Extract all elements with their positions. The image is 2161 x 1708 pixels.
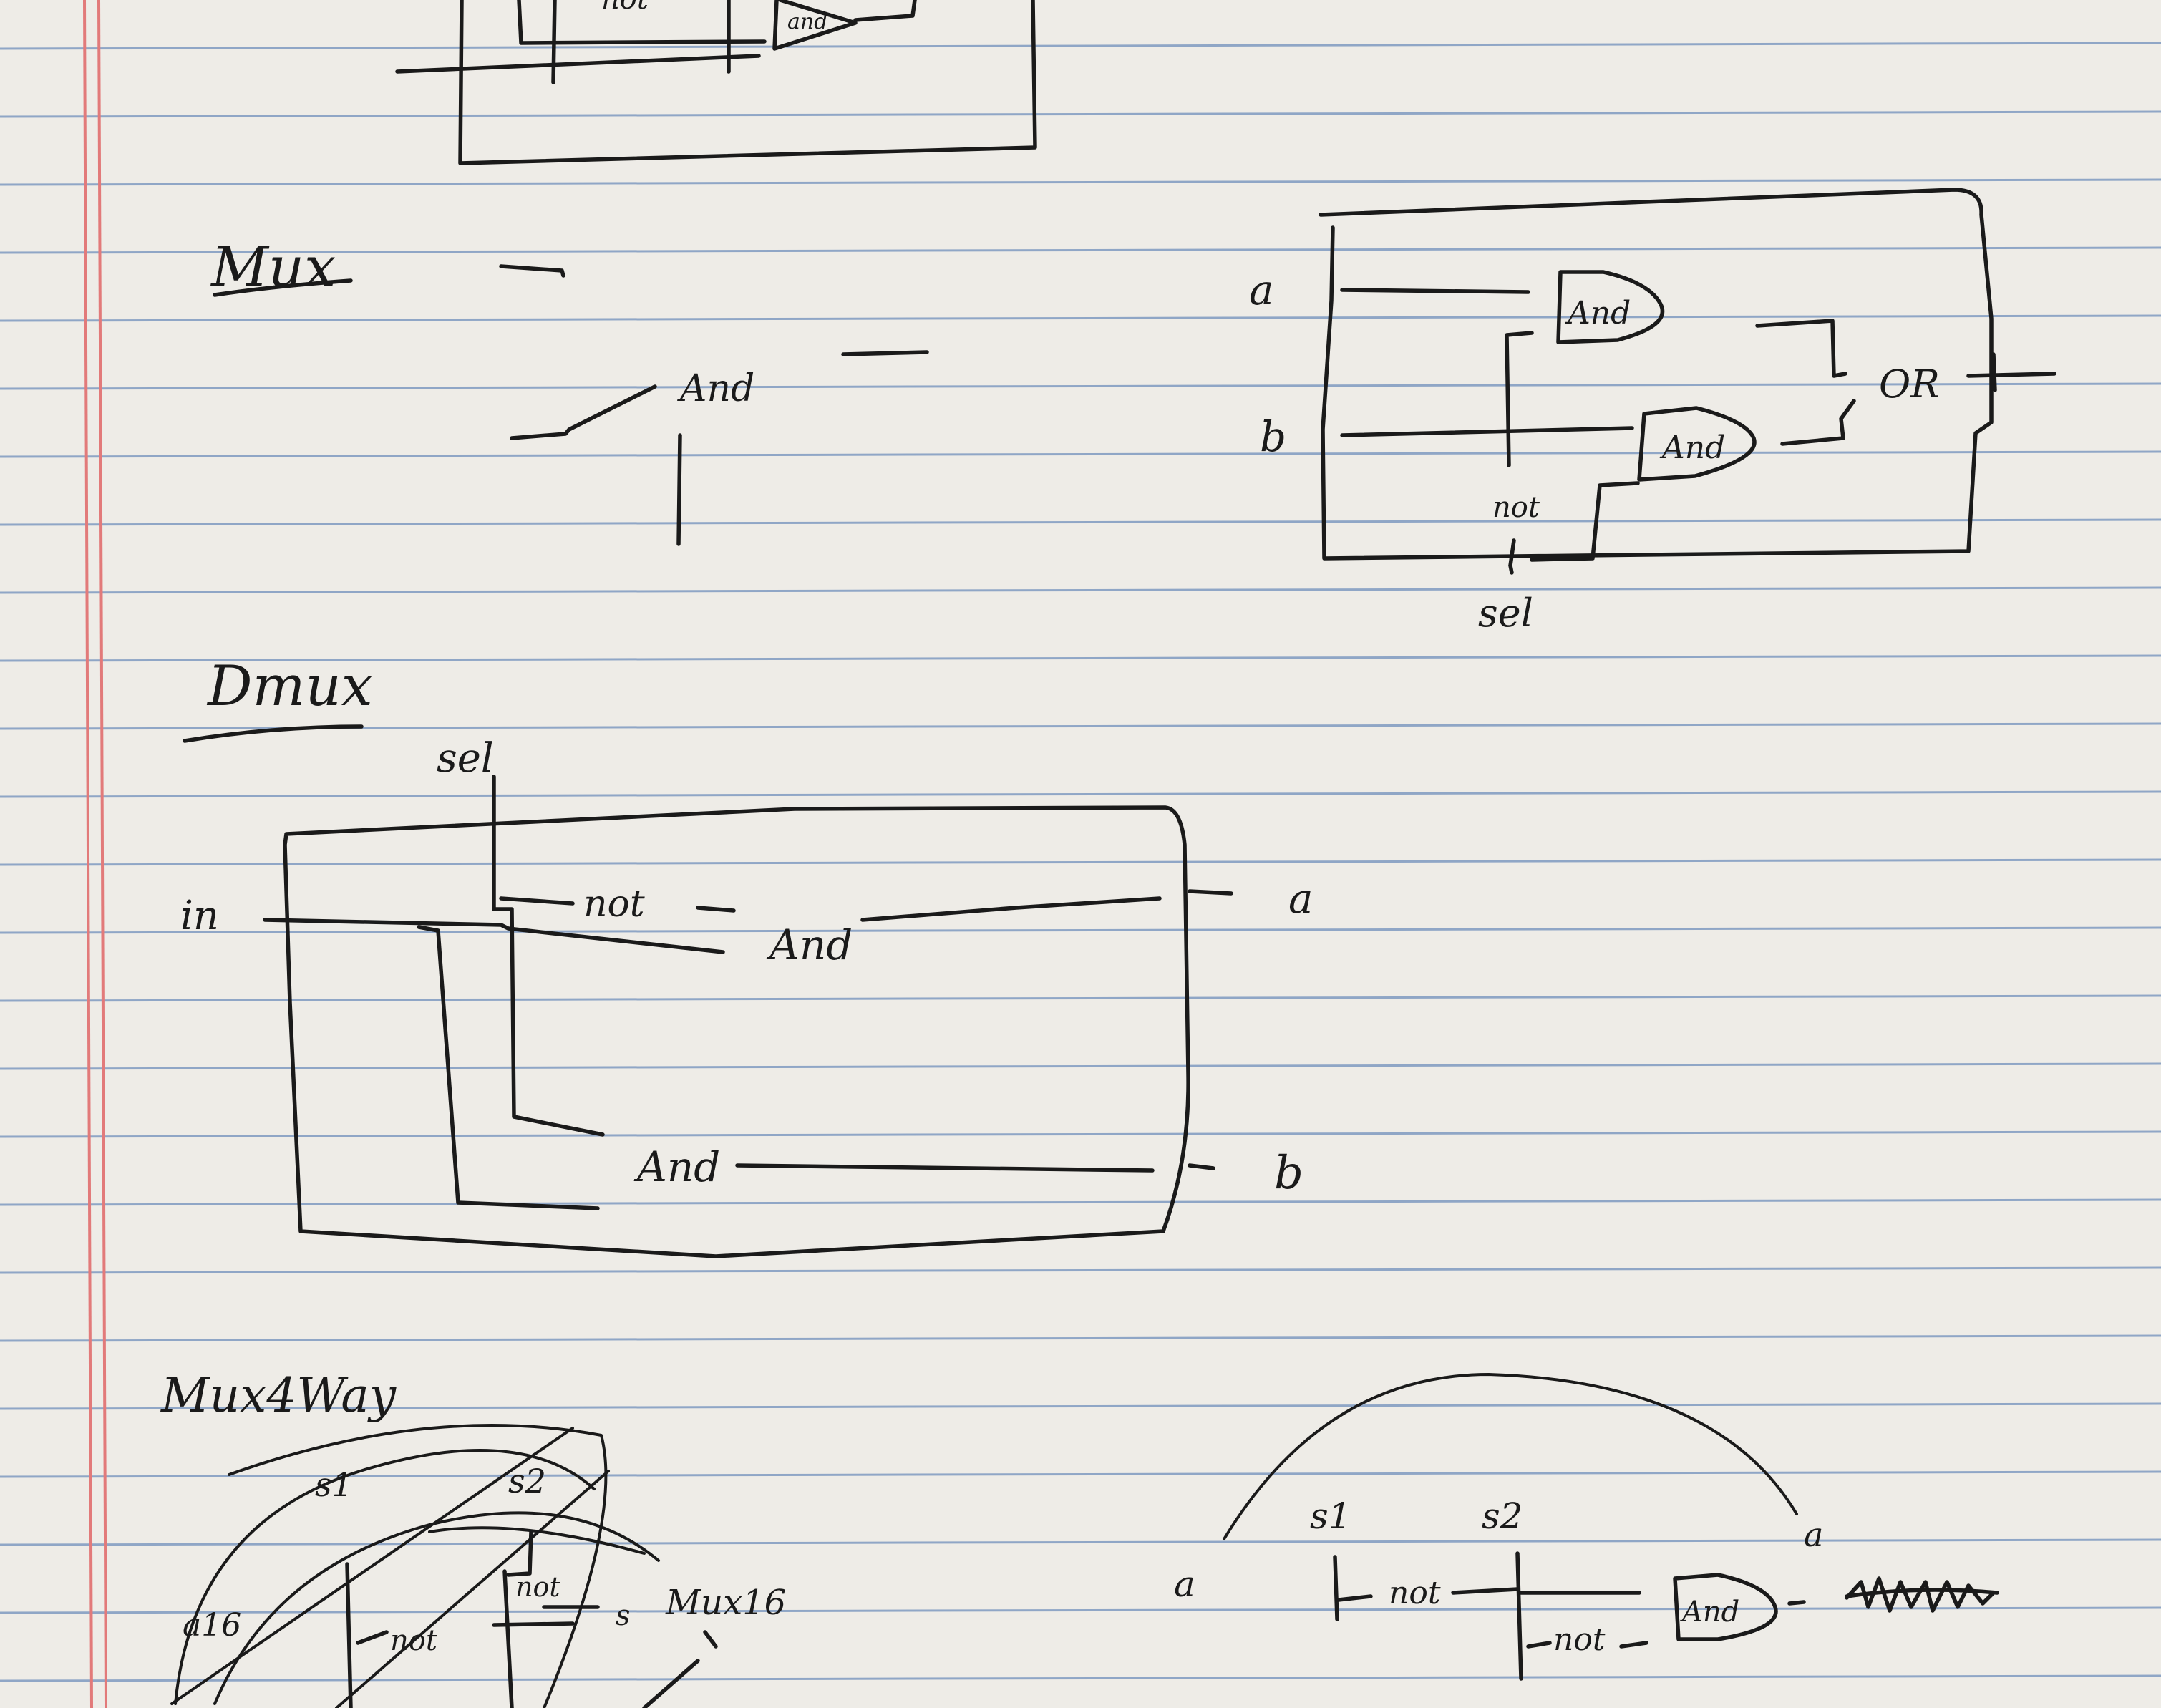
mux4way-right-not-1: not <box>1389 1575 1441 1611</box>
dmux-and-bottom-label: And <box>633 1142 720 1191</box>
dmux-in-label: in <box>180 893 219 939</box>
mux-input-b: b <box>1260 412 1286 461</box>
dmux-section: Dmux sel in not And And a b <box>180 654 1313 1258</box>
mux-input-sel: sel <box>1478 591 1533 636</box>
mux4way-section: Mux4Way s1 s2 a16 not not s Mux16 <box>160 1368 1999 1708</box>
mux4way-right-and-label: And <box>1679 1596 1739 1629</box>
mux4way-left-s2: s2 <box>508 1462 546 1500</box>
ruled-lines <box>0 42 2161 1682</box>
mux-and-bottom-label: And <box>1659 430 1725 466</box>
mux4way-right-a: a <box>1174 1563 1195 1605</box>
dmux-sel-label: sel <box>437 735 494 782</box>
mux-and-top-label: And <box>1565 295 1631 331</box>
mux4way-left-sketch: s1 s2 a16 not not s Mux16 <box>170 1424 786 1708</box>
mux-not-label: not <box>1492 491 1540 524</box>
mux4way-right-s1: s1 <box>1310 1495 1351 1537</box>
mux4way-right-sketch: a s1 s2 a not not And <box>1174 1373 1999 1681</box>
mux4way-left-s1: s1 <box>315 1465 353 1504</box>
top-fragment: not and <box>395 0 1037 165</box>
mux4way-right-output: a <box>1804 1515 1823 1554</box>
dmux-not-label: not <box>583 883 645 926</box>
mux-section: Mux And a b sel And And <box>210 188 2056 636</box>
mux4way-left-not-2: not <box>515 1571 560 1603</box>
dmux-title: Dmux <box>206 654 373 719</box>
dmux-output-a: a <box>1288 874 1313 923</box>
mux4way-left-inputs: a16 <box>183 1607 241 1644</box>
mux4way-left-mux-label: Mux16 <box>665 1583 786 1623</box>
mux4way-title: Mux4Way <box>160 1368 397 1423</box>
mux-or-label: OR <box>1879 362 1940 407</box>
mux4way-right-not-2: not <box>1553 1621 1606 1658</box>
mux-circuit: a b sel And And not OR <box>1249 188 2056 636</box>
mux4way-left-s: s <box>616 1599 631 1632</box>
margin-lines <box>83 0 107 1708</box>
top-and-label: and <box>787 9 827 34</box>
top-not-label: not <box>601 0 649 16</box>
mux-sketch-and-label: And <box>677 367 754 410</box>
dmux-output-b: b <box>1274 1147 1303 1200</box>
mux-title: Mux <box>210 236 336 300</box>
mux-sketch: And <box>499 264 929 546</box>
mux4way-left-not-1: not <box>390 1624 438 1657</box>
mux-input-a: a <box>1249 266 1274 314</box>
dmux-circuit: sel in not And And a b <box>180 735 1313 1258</box>
mux4way-right-s2: s2 <box>1482 1495 1523 1537</box>
dmux-and-top-label: And <box>766 921 853 969</box>
